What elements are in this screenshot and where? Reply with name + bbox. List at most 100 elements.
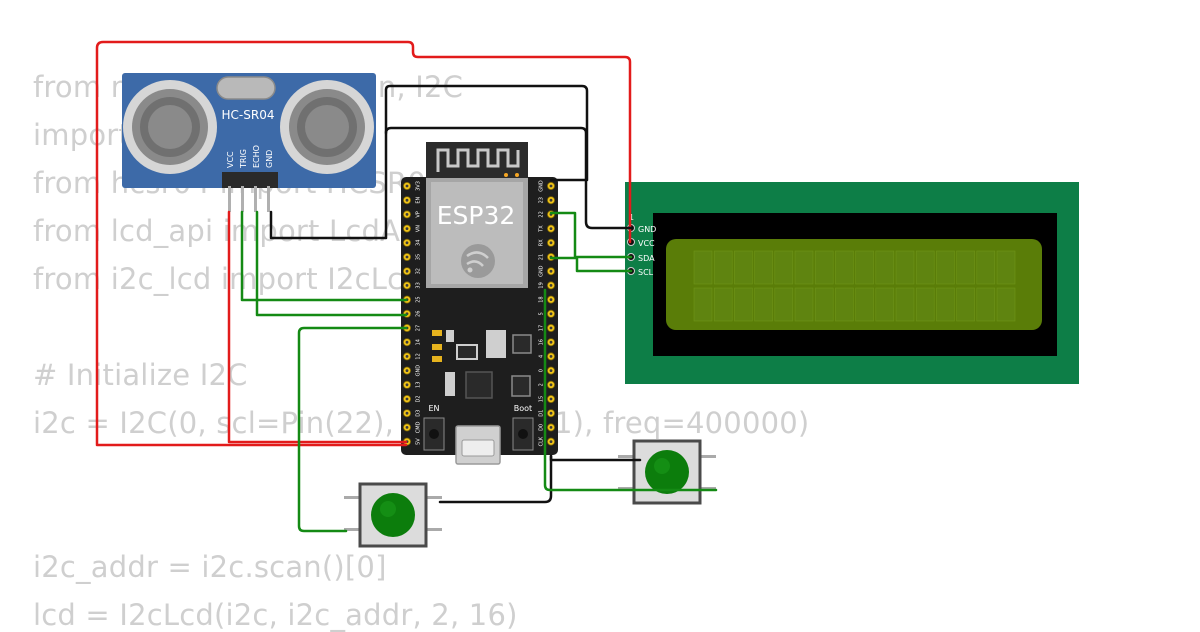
esp32-pin-label: D2 <box>416 395 422 402</box>
esp32-pin-label: 12 <box>416 353 422 359</box>
lcd-cell <box>814 287 834 322</box>
lcd-cell <box>794 250 814 285</box>
wires <box>95 40 718 533</box>
esp32-pin-hole <box>405 284 409 287</box>
esp32-pin-hole <box>549 383 553 387</box>
wire-gnd-lcd[interactable] <box>384 126 633 230</box>
module-led <box>504 173 508 177</box>
esp32-pin-hole <box>405 383 409 387</box>
wire-button-right[interactable] <box>543 288 718 492</box>
boot-label: Boot <box>514 404 532 413</box>
lcd-cell <box>734 287 753 322</box>
esp32-pin-hole <box>405 227 409 231</box>
esp32-pin-hole <box>405 355 409 358</box>
lcd-cell <box>936 250 955 285</box>
esp32-pin-label: 35 <box>416 254 422 260</box>
esp32-pin-label: 19 <box>539 282 545 288</box>
en-button[interactable] <box>423 417 445 451</box>
esp32-pin-label: CMD <box>416 421 422 433</box>
esp32-pin-label: GND <box>539 265 545 277</box>
esp32-pin-label: D3 <box>416 410 422 417</box>
smd-part <box>445 372 455 396</box>
esp32-pin-label: 4 <box>539 355 545 358</box>
esp32-pin-label: D0 <box>539 424 545 431</box>
lcd-pin-label: GND <box>638 225 656 234</box>
lcd-cell <box>895 250 915 285</box>
esp32-pin-hole <box>549 426 553 429</box>
lcd-cell <box>875 250 895 285</box>
esp32-pin-hole <box>549 397 553 401</box>
sensor-pin <box>241 186 244 212</box>
smd-part <box>511 375 531 397</box>
esp32-pin-label: 32 <box>416 268 422 274</box>
esp32-pin-label: 3V3 <box>416 181 422 191</box>
lcd-character-grid <box>693 250 1016 322</box>
wire-trig[interactable] <box>240 210 408 302</box>
code-line: lcd = I2cLcd(i2c, i2c_addr, 2, 16) <box>33 598 518 632</box>
esp32-pin-hole <box>405 426 409 429</box>
esp32-pin-hole <box>549 241 553 245</box>
esp32-pin-label: 15 <box>539 396 545 402</box>
lcd-pin-one-label: 1 <box>629 213 634 222</box>
push-button-left[interactable] <box>344 482 442 548</box>
esp32-pin-hole <box>549 340 553 344</box>
esp32-pin-hole <box>549 440 553 443</box>
sensor-label: HC-SR04 <box>222 108 275 122</box>
esp32-pin-hole <box>549 411 553 415</box>
esp32-pin-hole <box>405 255 409 259</box>
lcd-cell <box>996 250 1016 285</box>
antenna-trace <box>436 148 520 172</box>
boot-button[interactable] <box>512 417 534 451</box>
lcd-cell <box>835 250 854 285</box>
sensor-transducer-left <box>123 80 217 174</box>
esp32-pin-label: 25 <box>416 296 422 302</box>
module-led <box>515 173 519 177</box>
lcd-cell <box>936 287 955 322</box>
lcd-cell <box>754 287 773 322</box>
esp32-pin-label: GND <box>416 365 422 377</box>
usb-chip <box>465 371 493 399</box>
esp32-pin-label: 5V <box>416 438 422 445</box>
lcd-cell <box>895 287 915 322</box>
en-label: EN <box>428 404 439 413</box>
esp32-pin-hole <box>549 198 553 202</box>
esp32-pin-label: TX <box>539 225 545 233</box>
lcd-display[interactable]: 1 GND VCC SDA SCL <box>625 182 1079 384</box>
esp32-pin-label: 16 <box>539 339 545 345</box>
wire-echo[interactable] <box>255 210 408 317</box>
esp32-pin-label: CLK <box>539 436 545 446</box>
ultrasonic-sensor[interactable]: HC-SR04 VCC TRIG ECHO GND <box>122 73 376 212</box>
esp32-pin-hole <box>405 241 409 245</box>
esp32-pin-hole <box>405 411 409 415</box>
lcd-cell <box>976 250 996 285</box>
push-button-right[interactable] <box>618 439 716 505</box>
sensor-pin-label: ECHO <box>252 145 261 168</box>
esp32-pin-label: EN <box>416 196 422 203</box>
esp32-pin-hole <box>549 369 553 372</box>
esp32-pin-label: 14 <box>416 339 422 345</box>
wire-sda[interactable] <box>549 211 633 259</box>
lcd-cell <box>734 250 753 285</box>
esp32-pin-label: 26 <box>416 311 422 317</box>
esp32-pin-hole <box>549 298 553 301</box>
esp32-pin-label: VP <box>416 211 422 217</box>
lcd-cell <box>794 287 814 322</box>
wire-vcc-sensor[interactable] <box>227 210 408 444</box>
regulator <box>486 330 506 358</box>
wire-scl[interactable] <box>549 256 633 273</box>
lcd-cell <box>693 250 713 285</box>
wire-button-left[interactable] <box>297 326 408 533</box>
usb-port[interactable] <box>455 425 501 465</box>
esp32-pin-hole <box>405 198 409 202</box>
wire-gnd-button-left[interactable] <box>438 454 553 504</box>
sensor-pin <box>254 186 257 212</box>
espressif-logo-icon <box>461 244 495 278</box>
esp32-pin-label: 18 <box>539 296 545 302</box>
wire-gnd-sensor[interactable] <box>269 84 589 240</box>
esp32-pin-label: 33 <box>416 282 422 288</box>
esp32-pin-hole <box>405 213 409 216</box>
esp32-board[interactable]: ESP32 3V3ENVPVN343532332526271412GND13D2… <box>401 142 558 465</box>
sensor-transducer-right <box>280 80 374 174</box>
sensor-pin-label: VCC <box>226 151 235 168</box>
wire-vcc-lcd[interactable] <box>95 40 632 447</box>
